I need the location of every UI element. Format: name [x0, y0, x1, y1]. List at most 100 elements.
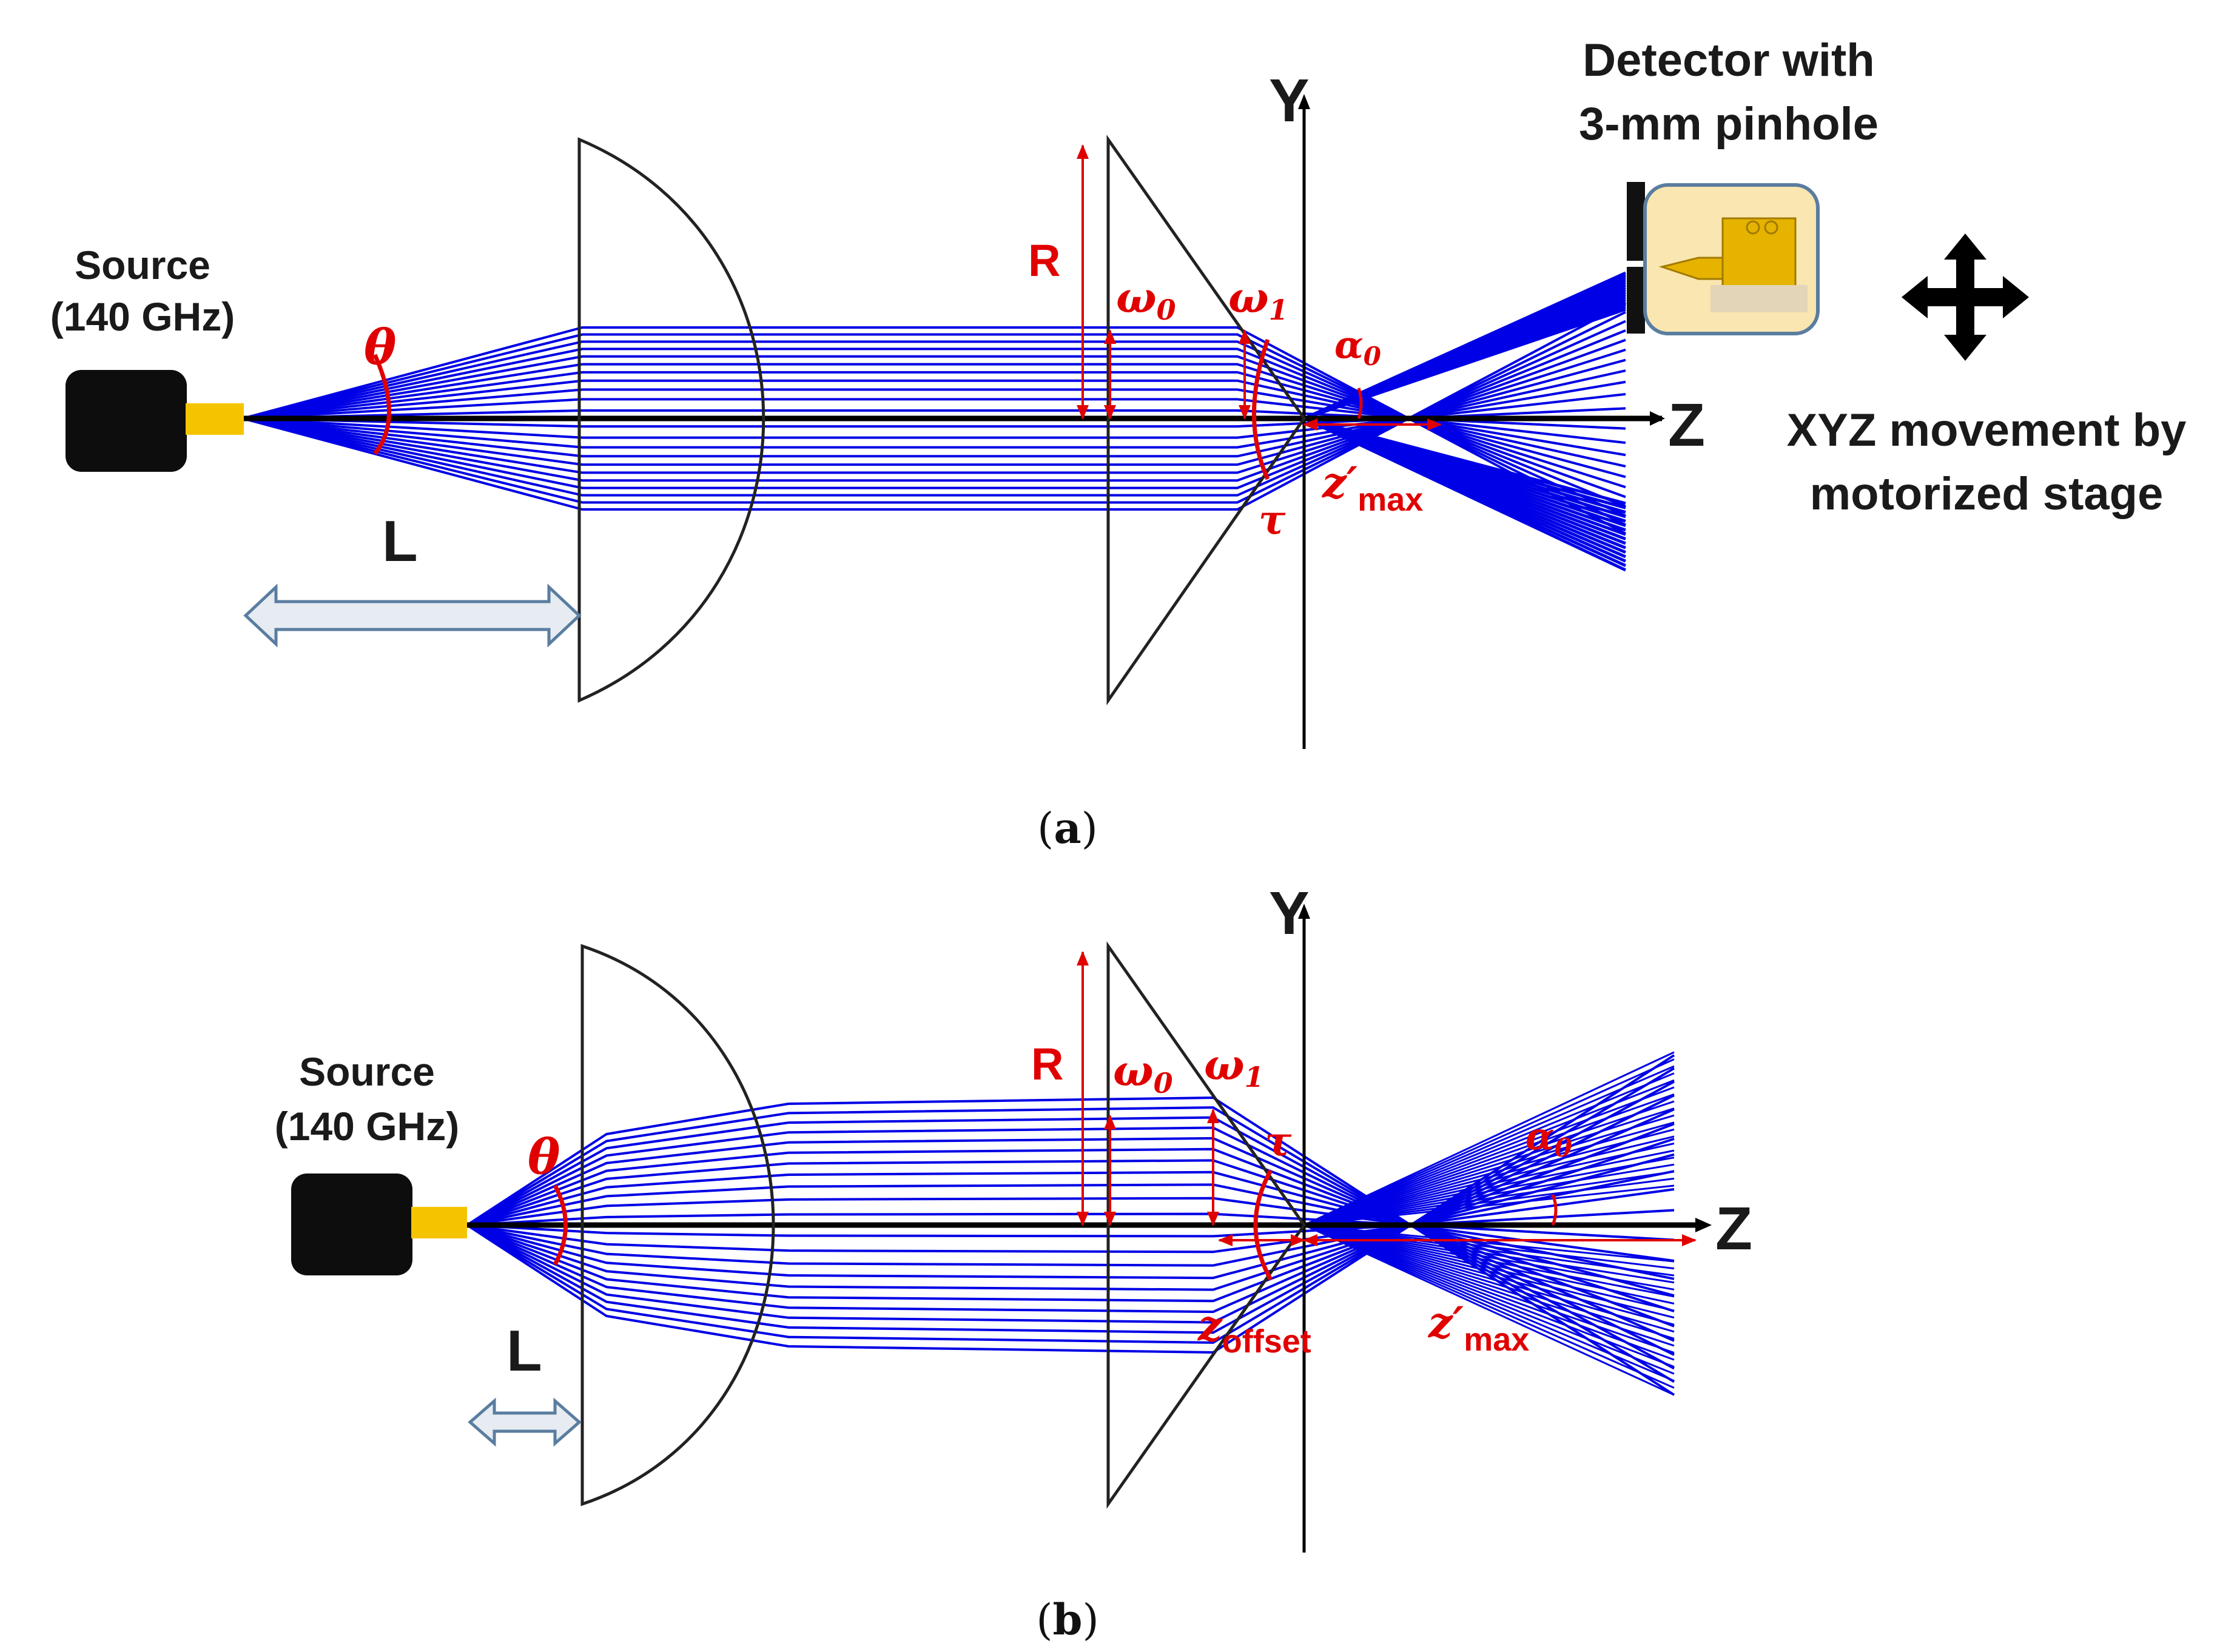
zoffset-label-b: zoffset [1197, 1300, 1311, 1360]
detector-knob-1 [1746, 220, 1760, 235]
beam-ray [1303, 1100, 1675, 1226]
beam-ray [242, 388, 1626, 457]
alpha0-label-a: α0 [1334, 323, 1381, 371]
lens-b [580, 944, 775, 1506]
beam-ray [1303, 1224, 1675, 1375]
beam-ray [1303, 1224, 1675, 1368]
movement-label-2: motorized stage [1810, 468, 2164, 520]
source-label-1-b: Source [299, 1049, 435, 1094]
theta-label-a: θ [364, 318, 397, 375]
beam-ray [1303, 1086, 1675, 1226]
omega1-label-b: ω1 [1204, 1039, 1264, 1093]
source-body-a [66, 370, 187, 472]
axis-y-label-b: Y [1269, 879, 1310, 947]
lens-a [577, 137, 765, 703]
panel-b: Source (140 GHz) Y Z θ L R ω0 ω1 α0 τ zo… [275, 879, 1752, 1645]
beam-ray [1303, 1058, 1675, 1226]
beam-ray [1303, 1114, 1675, 1226]
beam-ray [1303, 1224, 1675, 1277]
beam-ray [1303, 1135, 1675, 1226]
L-label-b: L [506, 1318, 542, 1383]
beam-ray [1303, 1143, 1675, 1226]
beam-rays-a [242, 271, 1627, 572]
alpha-arc-a [1357, 388, 1363, 419]
source-label-1-a: Source [75, 243, 210, 287]
beam-ray [242, 398, 1626, 445]
beam-ray [1303, 307, 1626, 420]
axis-z-label-b: Z [1715, 1195, 1752, 1263]
beam-ray [1303, 1121, 1675, 1226]
theta-arc-b [553, 1184, 568, 1266]
tau-arc-b [1253, 1169, 1273, 1281]
tau-arc-a [1252, 338, 1270, 480]
zmax-label-a: z′max [1321, 457, 1423, 518]
source-body-b [291, 1174, 412, 1275]
beam-ray [1303, 1157, 1675, 1226]
source-horn-b [411, 1207, 467, 1238]
source-label-2-b: (140 GHz) [275, 1104, 459, 1149]
caption-b: (b) [1036, 1594, 1099, 1645]
L-label-a: L [382, 509, 418, 574]
zmax-label-b: z′max [1427, 1297, 1529, 1358]
beam-ray [1303, 1079, 1675, 1226]
beam-ray [1303, 1051, 1675, 1226]
panel-a: Source (140 GHz) Y Z θ L R ω0 ω1 α0 τ z′… [50, 35, 2187, 853]
beam-ray [1303, 417, 1627, 572]
detector-a [1627, 182, 1820, 335]
beam-ray [1303, 1184, 1675, 1226]
axis-y-label-a: Y [1269, 67, 1310, 135]
z-axis-arrowhead-b [1695, 1218, 1712, 1232]
movement-label-1: XYZ movement by [1787, 405, 2187, 456]
detector-knob-2 [1764, 220, 1778, 235]
y-axis-arrowhead-b [1298, 904, 1310, 919]
pinhole-plate-top [1627, 182, 1645, 261]
beam-ray [1303, 1224, 1675, 1396]
y-axis-arrowhead-a [1298, 94, 1310, 109]
source-label-2-a: (140 GHz) [50, 294, 235, 339]
omega0-label-a: ω0 [1116, 272, 1176, 326]
beam-ray [1303, 1224, 1675, 1354]
move-arrows-icon [1902, 233, 2029, 361]
detector-label-1: Detector with [1583, 35, 1874, 86]
z-axis-arrowhead-a [1650, 411, 1665, 426]
tau-label-b: τ [1265, 1118, 1292, 1165]
beam-ray [1303, 1149, 1675, 1226]
beam-ray [1303, 1128, 1675, 1226]
theta-arc-a [372, 354, 391, 455]
beam-ray [1303, 1224, 1675, 1389]
alpha-arc-b [1551, 1194, 1558, 1226]
beam-ray [242, 371, 1626, 478]
beam-rays-b [466, 1051, 1675, 1396]
L-double-arrow-a [243, 583, 582, 648]
caption-a: (a) [1037, 803, 1098, 853]
beam-ray [1303, 1107, 1675, 1226]
alpha0-label-b: α0 [1525, 1114, 1572, 1163]
pinhole-plate-bottom [1627, 267, 1645, 334]
beam-ray [1303, 1065, 1675, 1226]
axicon-a [1106, 135, 1307, 705]
source-horn-a [186, 403, 244, 435]
beam-ray [1303, 1072, 1675, 1226]
omega0-label-b: ω0 [1113, 1046, 1173, 1100]
beam-ray [242, 340, 1626, 517]
beam-ray [242, 379, 1626, 468]
beam-ray [1303, 1163, 1675, 1226]
detector-label-2: 3-mm pinhole [1579, 98, 1879, 150]
beam-ray [242, 348, 1626, 508]
R-label-b: R [1031, 1039, 1063, 1089]
beam-ray [1303, 1224, 1675, 1382]
beam-ray [1303, 1170, 1675, 1226]
omega1-label-a: ω1 [1228, 272, 1288, 326]
R-label-a: R [1028, 235, 1060, 286]
axis-z-label-a: Z [1668, 391, 1705, 459]
beam-ray [1303, 1224, 1675, 1361]
beam-ray [1303, 1177, 1675, 1226]
detector-base [1710, 285, 1808, 312]
tau-label-a: τ [1259, 496, 1286, 543]
detector-horn-icon [1658, 257, 1724, 280]
theta-label-b: θ [528, 1128, 560, 1185]
beam-ray [1303, 1224, 1675, 1270]
L-double-arrow-b [468, 1397, 582, 1447]
beam-ray [1303, 1093, 1675, 1226]
